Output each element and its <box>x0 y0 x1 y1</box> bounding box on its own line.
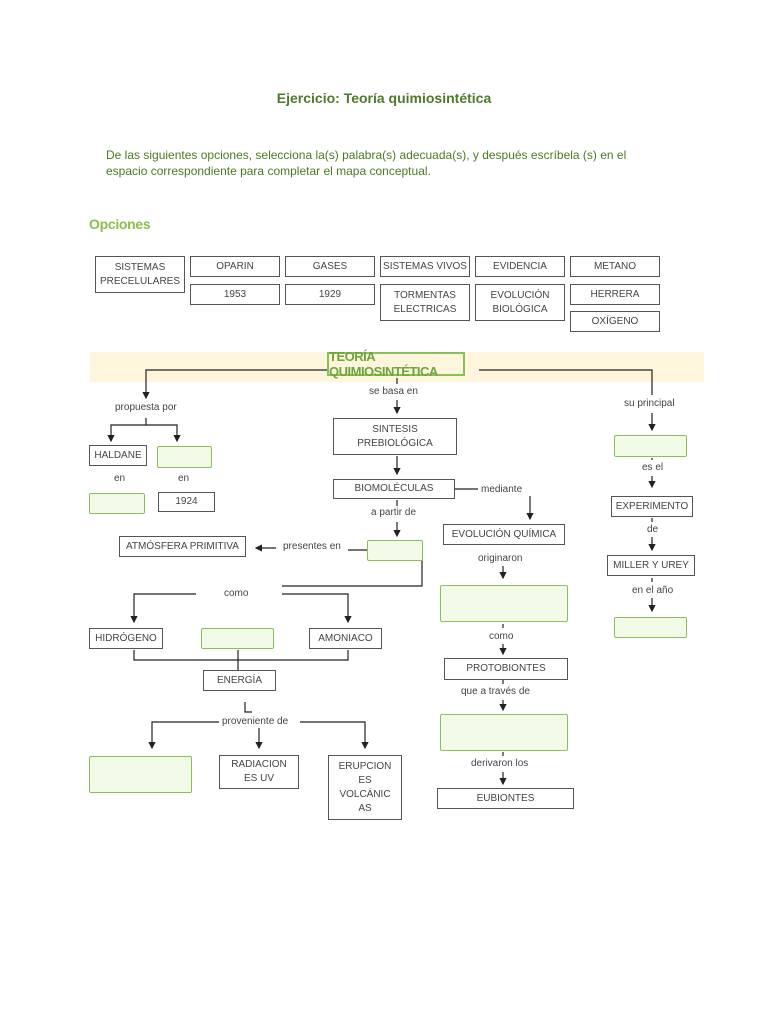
option-sistemas-precelulares[interactable]: SISTEMAS PRECELULARES <box>95 256 185 293</box>
page-title: Ejercicio: Teoría quimiosintética <box>276 90 492 106</box>
node-1924: 1924 <box>158 492 215 512</box>
label-en-2: en <box>178 473 190 484</box>
blank-gases[interactable] <box>367 540 423 561</box>
node-radiacion: RADIACION ES UV <box>219 755 299 789</box>
blank-metano[interactable] <box>201 628 274 649</box>
blank-sistemas-precelulares[interactable] <box>440 585 568 622</box>
node-eubiontes: EUBIONTES <box>437 788 574 809</box>
blank-tormentas[interactable] <box>89 756 192 793</box>
option-oparin[interactable]: OPARIN <box>190 256 280 277</box>
label-mediante: mediante <box>481 484 523 495</box>
option-evidencia[interactable]: EVIDENCIA <box>475 256 565 277</box>
node-biomoleculas: BIOMOLÉCULAS <box>333 479 455 499</box>
label-proveniente-de: proveniente de <box>222 716 289 727</box>
options-heading: Opciones <box>89 216 151 232</box>
blank-evidencia[interactable] <box>614 435 687 457</box>
label-como-2: como <box>489 631 514 642</box>
label-en-el-ano: en el año <box>632 585 674 596</box>
option-evolucion-biologica[interactable]: EVOLUCIÓN BIOLÓGICA <box>475 284 565 321</box>
node-protobiontes: PROTOBIONTES <box>444 658 568 680</box>
label-a-partir-de: a partir de <box>371 507 417 518</box>
node-miller: MILLER Y UREY <box>607 555 695 576</box>
node-atmosfera: ATMÓSFERA PRIMITIVA <box>119 536 246 557</box>
node-erupcion: ERUPCION ES VOLCÁNIC AS <box>328 755 402 820</box>
blank-1929[interactable] <box>89 493 145 514</box>
map-title: TEORÍA QUIMIOSINTÉTICA <box>327 349 465 379</box>
option-metano[interactable]: METANO <box>570 256 660 277</box>
option-oxigeno[interactable]: OXÍGENO <box>570 311 660 332</box>
instructions: De las siguientes opciones, selecciona l… <box>106 148 627 178</box>
option-herrera[interactable]: HERRERA <box>570 284 660 305</box>
label-es-el: es el <box>642 462 664 473</box>
blank-1953[interactable] <box>614 617 687 638</box>
blank-oparin[interactable] <box>157 446 212 468</box>
option-sistemas-vivos[interactable]: SISTEMAS VIVOS <box>380 256 470 277</box>
label-su-principal: su principal <box>624 398 675 409</box>
node-energia: ENERGÍA <box>203 670 276 691</box>
blank-evolucion-biologica[interactable] <box>440 714 568 751</box>
option-1953[interactable]: 1953 <box>190 284 280 305</box>
label-se-basa-en: se basa en <box>369 386 418 397</box>
node-experimento: EXPERIMENTO <box>611 496 693 517</box>
node-evolucion-quimica: EVOLUCIÓN QUÍMICA <box>443 524 565 545</box>
label-como-1: como <box>224 588 249 599</box>
node-sintesis: SINTESIS PREBIOLÓGICA <box>333 418 457 455</box>
node-haldane: HALDANE <box>89 445 147 466</box>
node-amoniaco: AMONIACO <box>309 628 382 649</box>
label-en-1: en <box>114 473 126 484</box>
label-propuesta-por: propuesta por <box>115 402 177 413</box>
label-presentes-en: presentes en <box>283 541 341 552</box>
option-gases[interactable]: GASES <box>285 256 375 277</box>
label-derivaron-los: derivaron los <box>471 758 529 769</box>
label-que-a-traves-de: que a través de <box>461 686 530 697</box>
option-1929[interactable]: 1929 <box>285 284 375 305</box>
node-hidrogeno: HIDRÓGENO <box>89 628 163 649</box>
label-originaron: originaron <box>478 553 523 564</box>
option-tormentas[interactable]: TORMENTAS ELECTRICAS <box>380 284 470 321</box>
label-de: de <box>647 524 659 535</box>
